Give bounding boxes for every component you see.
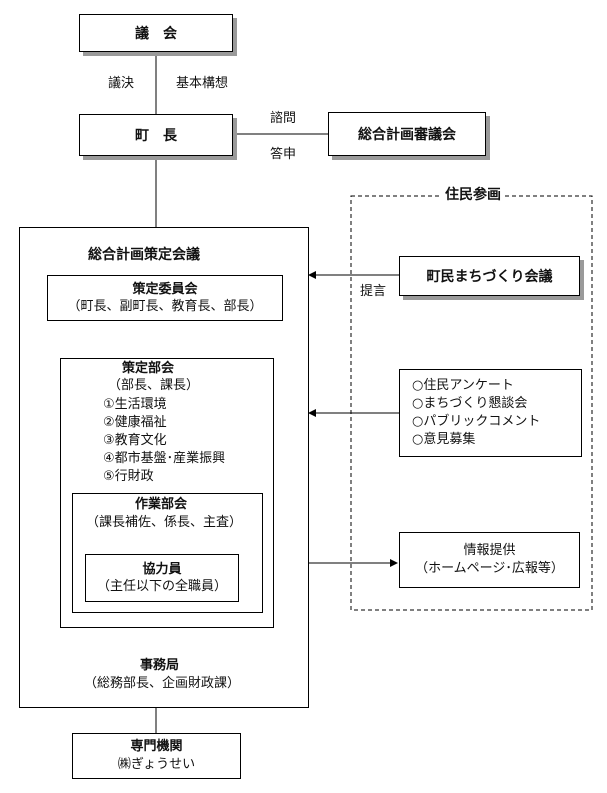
subcommittee-sub: （部長、課長） [108, 378, 200, 393]
info-box: 情報提供 （ホームページ･広報等） [399, 532, 580, 588]
secretariat-sub: （総務部長、企画財政課） [84, 676, 241, 691]
committee-title: 策定委員会 [132, 282, 198, 297]
cooperators-title: 協力員 [142, 562, 182, 577]
review-council-label: 総合計画審議会 [358, 127, 456, 143]
committee-sub: （町長、副町長、教育長、部長） [67, 299, 263, 314]
subcommittee-item: ⑤行財政 [103, 469, 154, 484]
council-box: 議 会 [79, 14, 233, 52]
cooperators-sub: （主任以下の全職員） [96, 579, 227, 594]
mayor-box: 町 長 [79, 114, 233, 156]
basic-plan-label: 基本構想 [176, 76, 229, 91]
strategy-meeting-label: 総合計画策定会議 [88, 247, 200, 263]
info-title: 情報提供 [463, 543, 516, 558]
participation-list-box: ○住民アンケート ○まちづくり懇談会 ○パブリックコメント ○意見募集 [399, 369, 582, 457]
review-council-box: 総合計画審議会 [328, 112, 486, 156]
subcommittee-items: ①生活環境 ②健康福祉 ③教育文化 ④都市基盤･産業振興 ⑤行財政 [103, 396, 225, 486]
participation-item: ○パブリックコメント [412, 414, 541, 429]
subcommittee-item: ①生活環境 [103, 397, 167, 412]
cooperators-box: 協力員 （主任以下の全職員） [85, 554, 239, 602]
participation-item: ○意見募集 [412, 432, 476, 447]
working-group-sub: （課長補佐、係長、主査） [86, 515, 243, 530]
inquiry-label: 諮問 [270, 111, 297, 126]
residents-participation-label: 住民参画 [441, 187, 505, 203]
expert-title: 専門機関 [130, 739, 183, 754]
council-label: 議 会 [135, 26, 177, 42]
subcommittee-item: ④都市基盤･産業振興 [103, 451, 226, 466]
mayor-label: 町 長 [135, 128, 177, 144]
expert-sub: ㈱ぎょうせい [117, 757, 196, 772]
committee-box: 策定委員会 （町長、副町長、教育長、部長） [47, 275, 283, 321]
vote-label: 議決 [108, 76, 135, 91]
secretariat-title: 事務局 [140, 658, 180, 673]
subcommittee-title: 策定部会 [122, 361, 175, 376]
working-group-title: 作業部会 [135, 497, 188, 512]
subcommittee-item: ②健康福祉 [103, 415, 167, 430]
participation-item: ○住民アンケート [412, 378, 514, 393]
participation-item: ○まちづくり懇談会 [412, 396, 528, 411]
report-label: 答申 [270, 147, 297, 162]
town-meeting-label: 町民まちづくり会議 [426, 269, 553, 285]
proposal-label: 提言 [360, 284, 387, 299]
town-meeting-box: 町民まちづくり会議 [399, 256, 580, 296]
subcommittee-item: ③教育文化 [103, 433, 167, 448]
info-sub: （ホームページ･広報等） [415, 561, 564, 576]
expert-box: 専門機関 ㈱ぎょうせい [72, 733, 241, 779]
